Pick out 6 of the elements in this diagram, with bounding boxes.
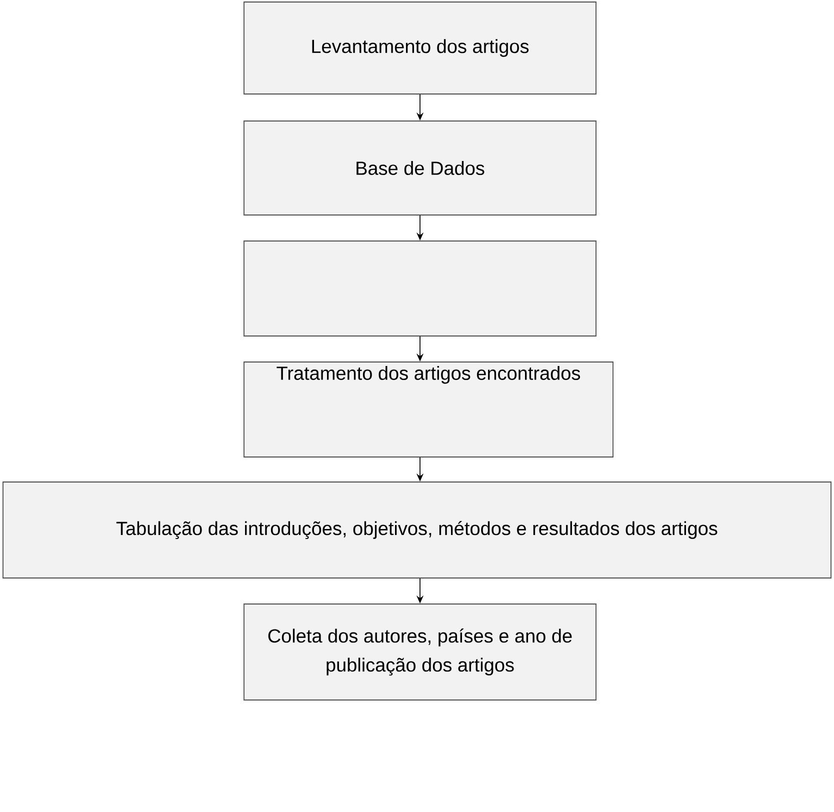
- process-box: Tratamento dos artigos encontrados: [244, 362, 614, 458]
- process-box: Coleta dos autores, países e ano de publicação dos artigos: [244, 604, 596, 700]
- process-box: Base de Dados: [244, 120, 596, 216]
- process-box: Levantamento dos artigos: [244, 2, 596, 94]
- process-box: Tabulação das introduções, objetivos, métodos e resultados dos artigos: [2, 482, 832, 578]
- process-box: [244, 240, 596, 336]
